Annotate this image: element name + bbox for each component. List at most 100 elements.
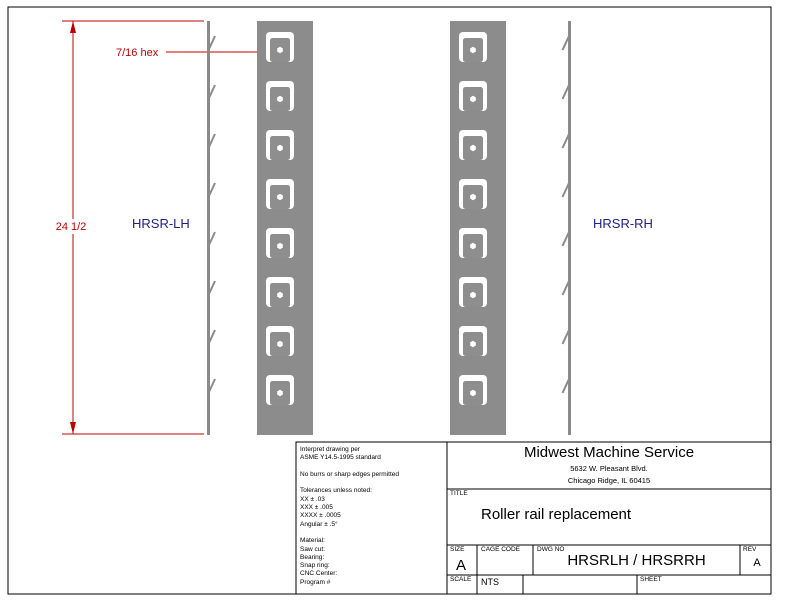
note-line: ASME Y14.5-1995 standard (300, 454, 381, 462)
hex-hole (470, 193, 476, 201)
note-line: CNC Center: (300, 570, 338, 578)
hex-hole (470, 389, 476, 397)
rev-label: REV (743, 546, 757, 553)
right-profile-bar (568, 21, 571, 435)
drawing-title: Roller rail replacement (481, 506, 632, 523)
hex-hole (470, 144, 476, 152)
slot-base (268, 356, 292, 359)
title-block-frame (295, 441, 772, 595)
note-line: Interpret drawing per (300, 446, 360, 453)
note-line: No burrs or sharp edges permitted (300, 470, 399, 478)
length-dimension-text: 24 1/2 (56, 221, 87, 233)
slot-base (268, 258, 292, 261)
size-value: A (456, 557, 467, 574)
profile-tick (561, 231, 570, 247)
size-label: SIZE (450, 546, 465, 553)
note-line: Program # (300, 578, 331, 586)
left-profile-ticks (207, 35, 216, 394)
left-rail-slots (266, 32, 294, 408)
dimension-text-mask (52, 219, 94, 234)
right-profile-ticks (561, 35, 570, 394)
hex-hole (470, 291, 476, 299)
hex-hole (470, 95, 476, 103)
hex-hole (277, 389, 283, 397)
note-line: Material: (300, 537, 325, 545)
profile-tick (561, 84, 570, 100)
note-line (300, 463, 445, 471)
note-line (300, 479, 445, 487)
profile-tick (207, 35, 216, 51)
slot-base (268, 111, 292, 114)
slot-base (461, 307, 485, 310)
right-part-label: HRSR-RH (593, 216, 653, 231)
dwg-no-label: DWG NO (537, 546, 565, 553)
company-address-line1: 5632 W. Pleasant Blvd. (570, 464, 648, 473)
profile-tick (207, 231, 216, 247)
profile-tick (207, 280, 216, 296)
left-rail (257, 21, 313, 435)
sheet-label: SHEET (640, 576, 662, 583)
cage-code-label: CAGE CODE (481, 546, 521, 553)
profile-tick (561, 182, 570, 198)
profile-tick (207, 133, 216, 149)
slot-base (461, 160, 485, 163)
note-line: Angular ± .5° (300, 520, 338, 528)
profile-tick (207, 182, 216, 198)
right-rail-slots (459, 32, 487, 408)
title-label: TITLE (450, 490, 468, 497)
company-name: Midwest Machine Service (523, 444, 695, 461)
note-line: Saw cut: (300, 545, 325, 553)
hex-hole (277, 340, 283, 348)
hex-callout-text: 7/16 hex (116, 47, 159, 59)
slot-base (461, 405, 485, 408)
profile-tick (207, 329, 216, 345)
drawing-number: HRSRLH / HRSRRH (567, 552, 706, 569)
note-line: XX ± .03 (300, 495, 325, 503)
slot-base (268, 209, 292, 212)
slot-base (268, 62, 292, 65)
revision-value: A (753, 557, 761, 569)
note-line: XXXX ± .0005 (300, 512, 341, 520)
profile-tick (561, 280, 570, 296)
hex-hole (277, 242, 283, 250)
arrow-head-bottom (70, 422, 76, 434)
hex-hole (277, 291, 283, 299)
profile-tick (561, 35, 570, 51)
hex-hole (470, 242, 476, 250)
profile-tick (561, 378, 570, 394)
hex-hole (470, 340, 476, 348)
slot-base (461, 62, 485, 65)
note-line: XXX ± .005 (300, 504, 333, 512)
right-profile-view (561, 21, 571, 435)
slot-base (461, 209, 485, 212)
slot-base (461, 258, 485, 261)
hex-hole (277, 144, 283, 152)
slot-base (461, 111, 485, 114)
slot-base (461, 356, 485, 359)
scale-label: SCALE (450, 576, 472, 583)
hex-hole (470, 46, 476, 54)
note-line: Bearing: (300, 553, 325, 561)
hex-hole (277, 193, 283, 201)
profile-tick (207, 84, 216, 100)
company-address-line2: Chicago Ridge, IL 60415 (567, 476, 651, 485)
note-line (300, 529, 445, 537)
slot-base (268, 160, 292, 163)
hex-hole (277, 46, 283, 54)
profile-tick (207, 378, 216, 394)
left-profile-view (207, 21, 216, 435)
note-line: Snap ring: (300, 562, 330, 570)
profile-tick (561, 133, 570, 149)
left-part-label: HRSR-LH (132, 216, 190, 231)
scale-value: NTS (481, 577, 499, 587)
arrow-head-top (70, 21, 76, 33)
slot-base (268, 307, 292, 310)
right-rail (450, 21, 506, 435)
slot-base (268, 405, 292, 408)
note-line: Tolerances unless noted: (300, 487, 372, 495)
hex-hole (277, 95, 283, 103)
title-block-grid (295, 441, 772, 595)
profile-tick (561, 329, 570, 345)
